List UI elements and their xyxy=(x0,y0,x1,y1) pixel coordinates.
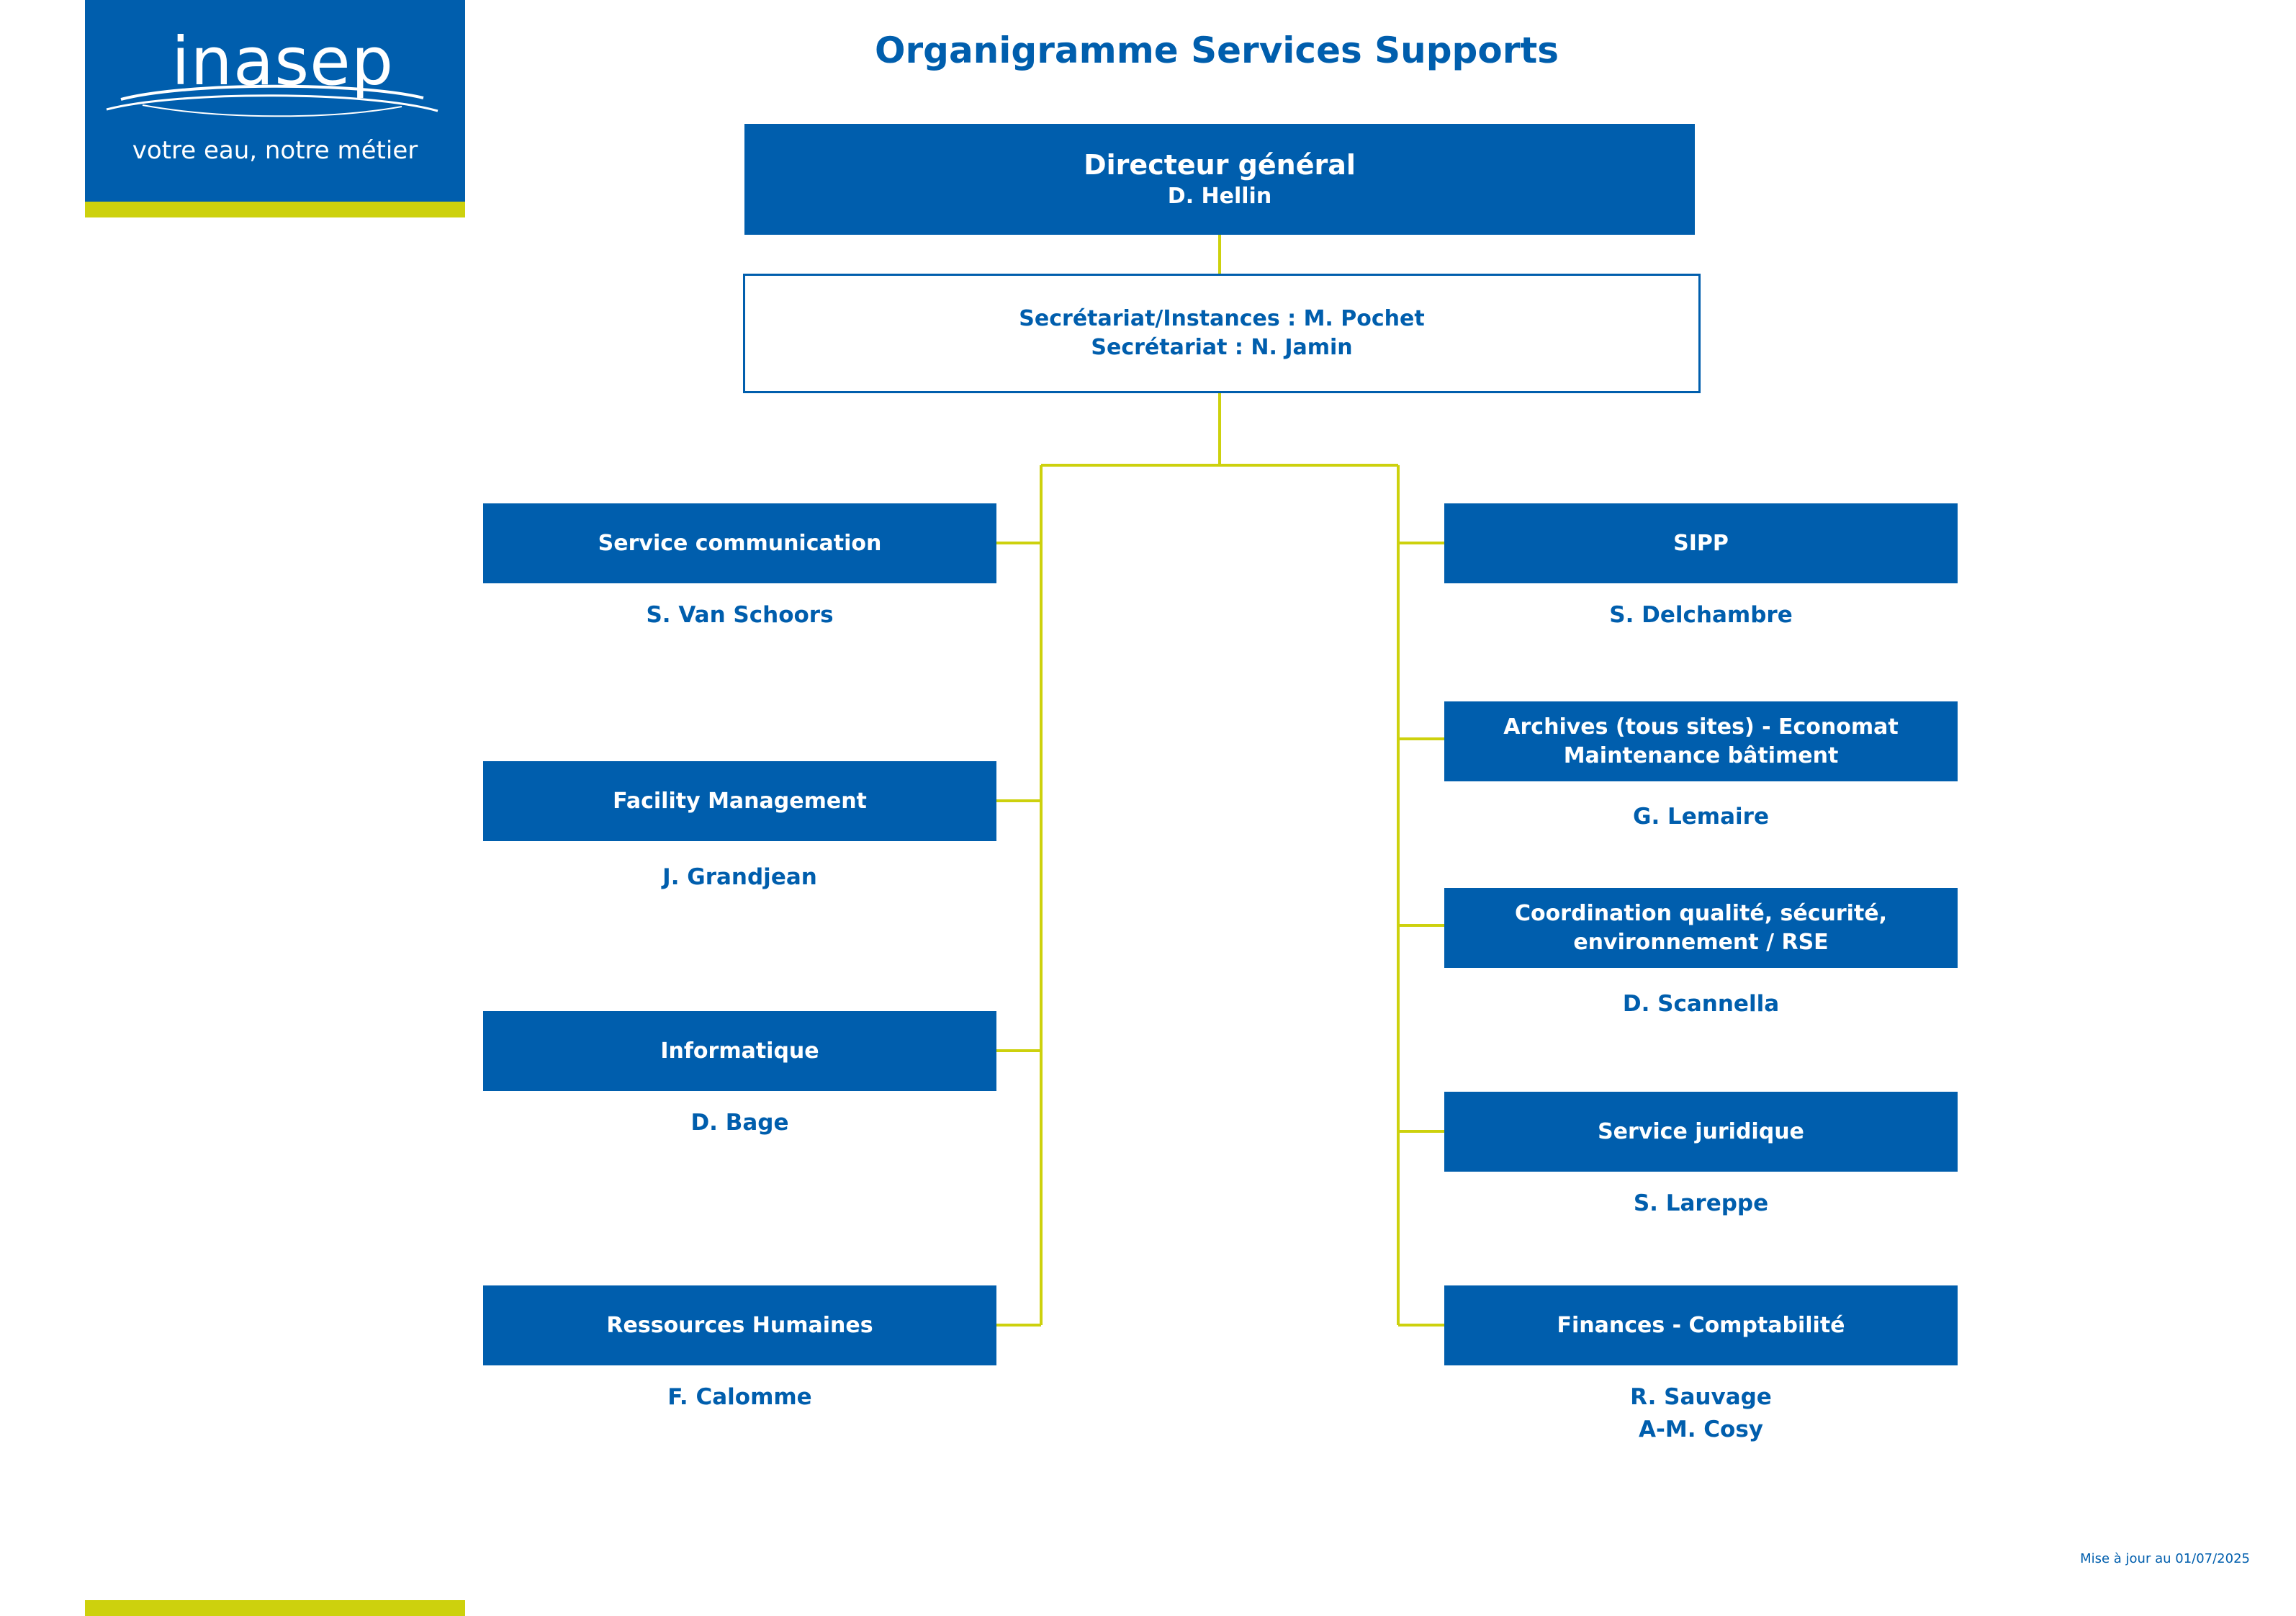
service-label: Maintenance bâtiment xyxy=(1563,742,1839,768)
service-label: Facility Management xyxy=(613,788,867,814)
service-label: SIPP xyxy=(1673,530,1729,556)
service-box-juridique: Service juridique xyxy=(1444,1092,1958,1172)
service-manager-name: D. Bage xyxy=(690,1110,789,1136)
secretariat-line-1: Secrétariat/Instances : M. Pochet xyxy=(1019,306,1425,331)
footer-accent-bar xyxy=(85,1600,465,1616)
secretariat-box: Secrétariat/Instances : M. Pochet Secrét… xyxy=(743,274,1701,393)
service-label: Archives (tous sites) - Economat xyxy=(1503,714,1899,740)
service-label: Coordination qualité, sécurité, xyxy=(1514,900,1888,926)
logo-tagline: votre eau, notre métier xyxy=(132,136,418,165)
service-manager-name: R. Sauvage xyxy=(1630,1384,1772,1410)
service-box-ressources-humaines: Ressources Humaines xyxy=(483,1285,996,1365)
service-label: Service communication xyxy=(598,530,882,556)
service-label: Finances - Comptabilité xyxy=(1557,1312,1845,1338)
director-box: Directeur général D. Hellin xyxy=(744,124,1695,235)
service-manager-name: D. Scannella xyxy=(1622,991,1780,1017)
service-box-facility-management: Facility Management xyxy=(483,761,996,841)
service-manager-name: S. Van Schoors xyxy=(646,602,834,628)
service-manager-name: A-M. Cosy xyxy=(1639,1417,1763,1442)
update-date-note: Mise à jour au 01/07/2025 xyxy=(2080,1551,2250,1566)
service-manager-name: F. Calomme xyxy=(667,1384,812,1410)
service-box-informatique: Informatique xyxy=(483,1011,996,1091)
water-swirl-icon xyxy=(106,84,438,117)
service-manager-name: S. Lareppe xyxy=(1633,1190,1769,1216)
inasep-logo: inasep votre eau, notre métier xyxy=(85,0,465,202)
logo-wordmark: inasep xyxy=(171,23,395,100)
page-title: Organigramme Services Supports xyxy=(874,30,1559,71)
service-manager-name: J. Grandjean xyxy=(662,864,817,890)
service-label: Informatique xyxy=(660,1038,819,1064)
service-label: Service juridique xyxy=(1598,1118,1804,1144)
secretariat-line-2: Secrétariat : N. Jamin xyxy=(1091,335,1353,360)
service-label: environnement / RSE xyxy=(1573,929,1829,955)
service-box-archives-economat: Archives (tous sites) - Economat Mainten… xyxy=(1444,701,1958,781)
director-name: D. Hellin xyxy=(1167,184,1272,209)
service-label: Ressources Humaines xyxy=(606,1312,873,1338)
service-box-coordination-qse-rse: Coordination qualité, sécurité, environn… xyxy=(1444,888,1958,968)
director-title: Directeur général xyxy=(1084,149,1356,181)
service-box-communication: Service communication xyxy=(483,503,996,583)
service-manager-name: S. Delchambre xyxy=(1609,602,1793,628)
service-box-finances-comptabilite: Finances - Comptabilité xyxy=(1444,1285,1958,1365)
service-box-sipp: SIPP xyxy=(1444,503,1958,583)
logo-accent-bar xyxy=(85,202,465,217)
service-manager-name: G. Lemaire xyxy=(1633,804,1769,830)
